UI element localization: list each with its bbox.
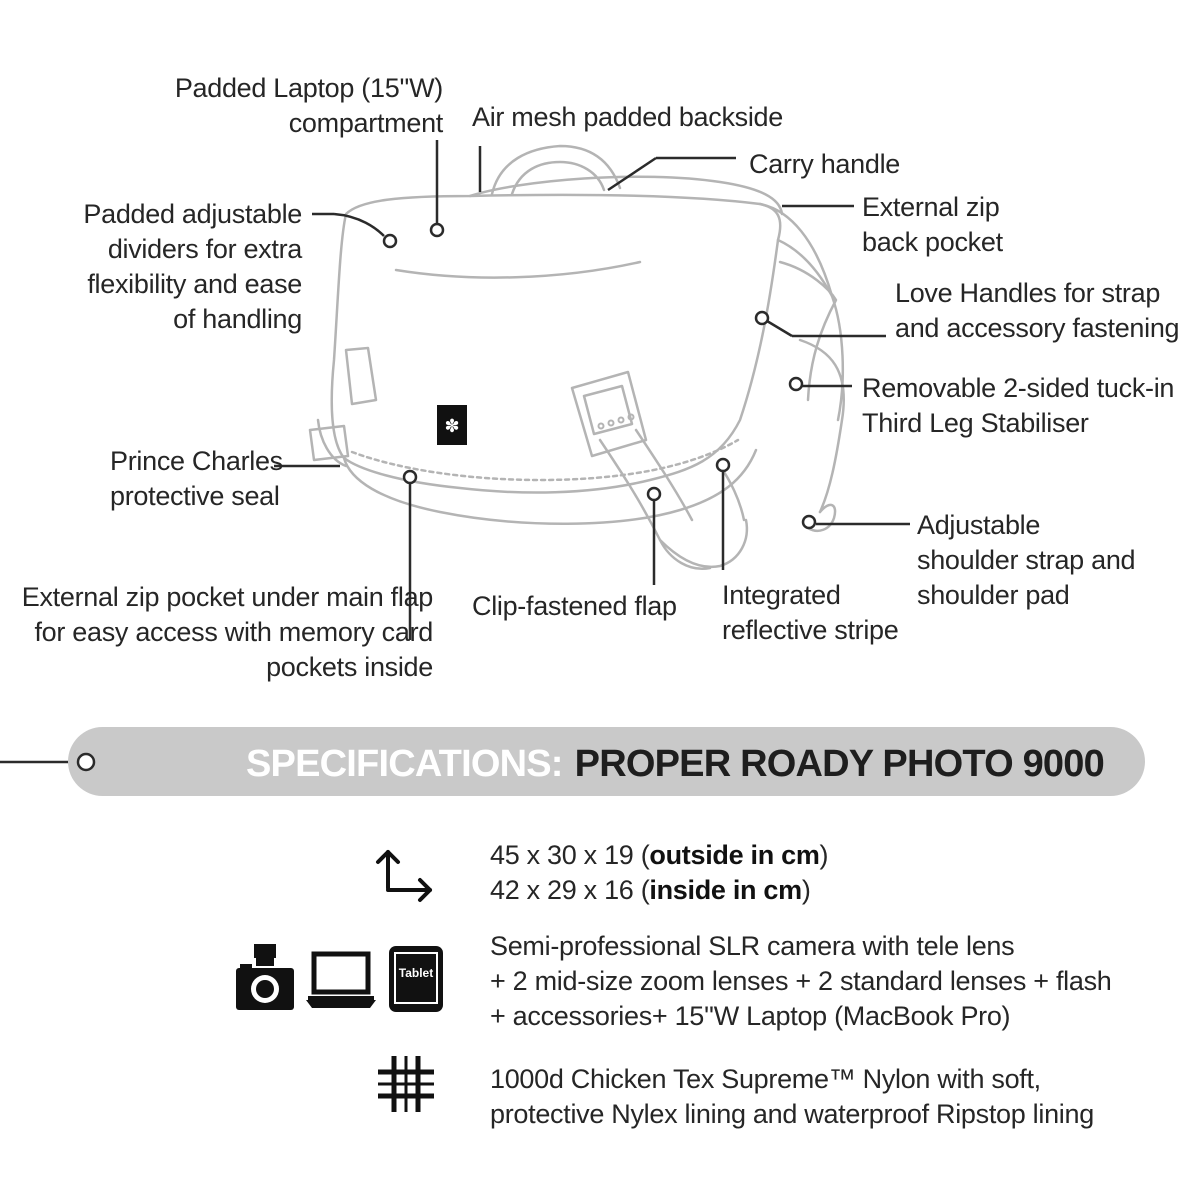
callout-laptop-compartment: Padded Laptop (15''W)compartment [174, 73, 443, 138]
callout-clip-fastened-flap: Clip-fastened flap [472, 591, 677, 621]
grid-fabric-icon [378, 1056, 434, 1112]
laptop-icon [306, 951, 376, 1008]
callout-air-mesh: Air mesh padded backside [472, 102, 783, 132]
tag-connector [0, 760, 78, 764]
specifications-heading: SPECIFICATIONS: PROPER ROADY PHOTO 9000 [246, 742, 1105, 786]
svg-text:✽: ✽ [444, 416, 459, 437]
callout-carry-handle: Carry handle [749, 149, 900, 179]
dimensions-arrow-icon [376, 850, 432, 902]
dimensions-inside: 42 x 29 x 16 (inside in cm) [490, 875, 811, 905]
specifications-label: SPECIFICATIONS: [246, 743, 563, 785]
capacity-text: Semi-professional SLR camera with tele l… [490, 931, 1112, 1031]
tablet-icon: Tablet [389, 946, 443, 1012]
messenger-bag-illustration: ✽ [274, 140, 910, 640]
brand-logo-patch: ✽ [437, 405, 467, 445]
specifications-bar [68, 727, 1145, 796]
product-name: PROPER ROADY PHOTO 9000 [574, 743, 1105, 785]
tag-hole-icon [76, 752, 96, 772]
dimensions-text: 45 x 30 x 19 (outside in cm) 42 x 29 x 1… [490, 838, 829, 908]
dimensions-outside: 45 x 30 x 19 (outside in cm) [490, 840, 829, 870]
camera-icon [236, 944, 294, 1010]
material-text: 1000d Chicken Tex Supreme™ Nylon with so… [490, 1064, 1094, 1129]
svg-text:Tablet: Tablet [399, 966, 433, 980]
